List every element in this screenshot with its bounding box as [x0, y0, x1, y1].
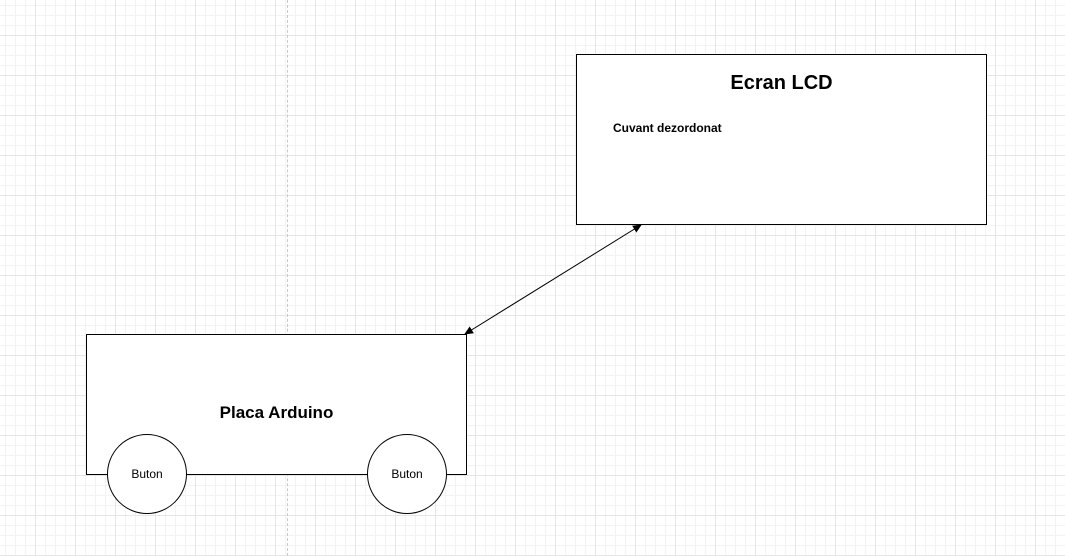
connector-line[interactable] — [464, 224, 642, 335]
lcd-display-text: Cuvant dezordonat — [613, 121, 722, 135]
page-break-line — [287, 0, 288, 556]
arduino-title: Placa Arduino — [219, 403, 334, 422]
button-right-label: Buton — [391, 467, 423, 481]
button-right-circle[interactable]: Buton — [367, 434, 447, 514]
lcd-title: Ecran LCD — [730, 72, 833, 94]
button-left-circle[interactable]: Buton — [107, 434, 187, 514]
button-left-label: Buton — [131, 467, 163, 481]
lcd-screen-box[interactable]: Ecran LCD Cuvant dezordonat — [576, 54, 987, 225]
